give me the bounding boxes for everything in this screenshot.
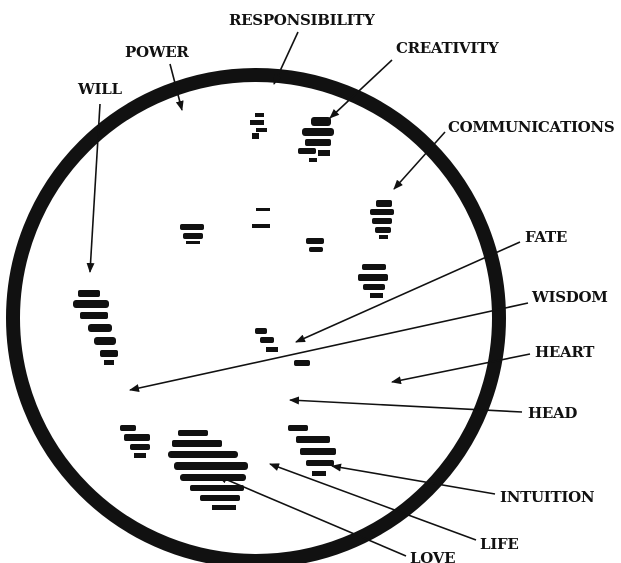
arrow-fate [296,242,520,342]
arrow-intuition [332,466,495,494]
label-power: POWER [125,43,189,61]
label-communications: COMMUNICATIONS [448,118,614,136]
finger-blot-creativity [298,117,334,162]
label-wisdom: WISDOM [531,288,608,306]
label-responsibility: RESPONSIBILITY [229,11,375,29]
label-fate: FATE [525,228,567,246]
finger-blot-communications [358,200,394,298]
heel-blots [120,425,336,510]
label-love: LOVE [410,549,455,563]
finger-blot-will [73,290,118,365]
label-life: LIFE [480,535,518,553]
label-head: HEAD [528,404,577,422]
label-intuition: INTUITION [500,488,595,506]
label-heart: HEART [535,343,595,361]
palm-blots [180,208,324,366]
arrow-love [218,476,406,556]
arrow-wisdom [130,303,528,390]
label-creativity: CREATIVITY [396,39,499,57]
handprint [73,113,394,510]
arrow-heart [392,354,530,382]
finger-blot-responsibility [250,113,267,139]
label-will: WILL [77,80,123,98]
